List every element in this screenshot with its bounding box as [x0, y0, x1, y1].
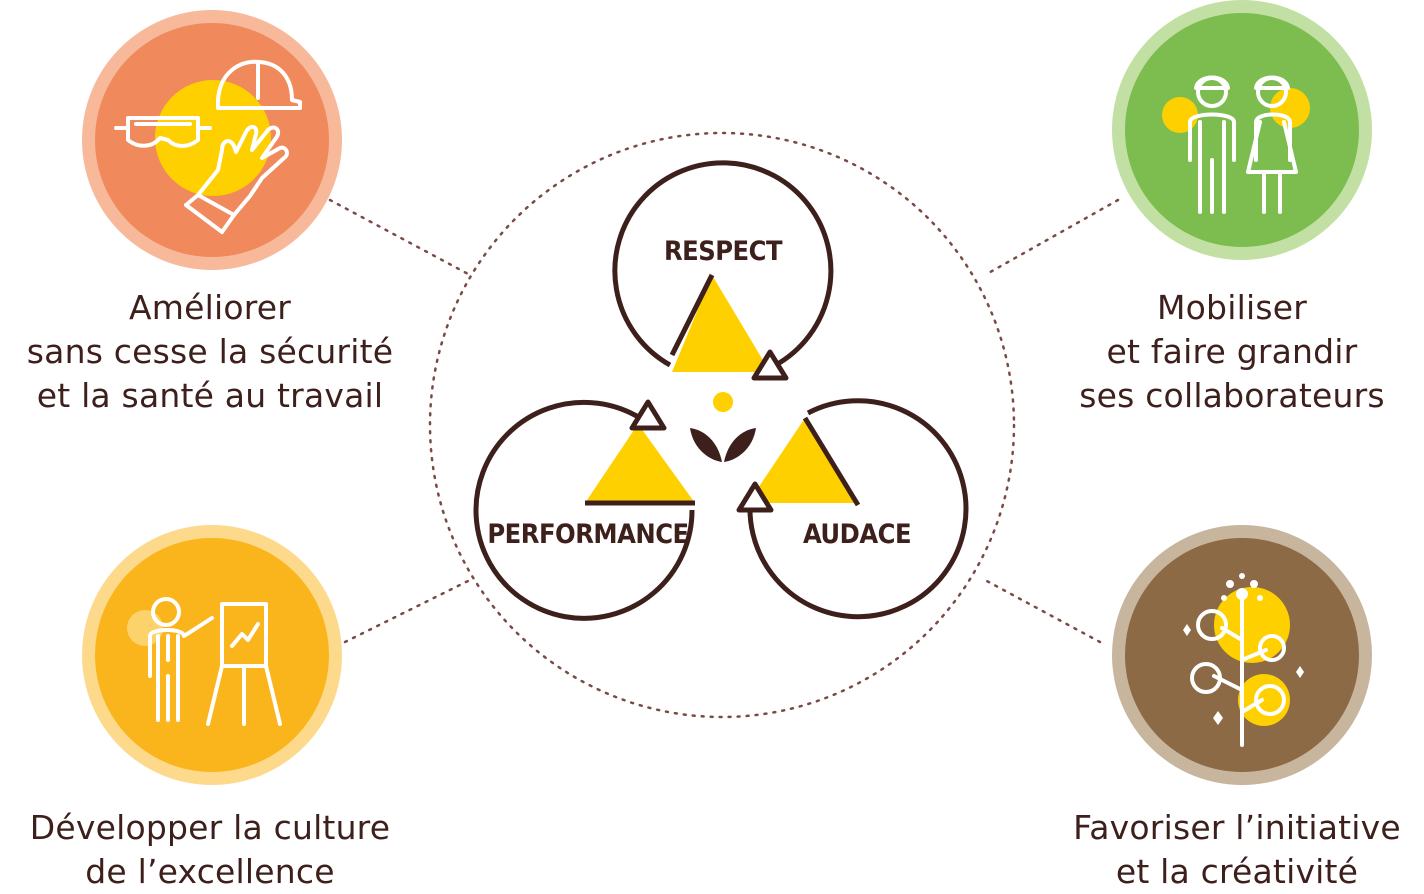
center-dotted-ring — [428, 131, 1016, 719]
creativity-line-2: et la créativité — [1115, 852, 1359, 891]
creativity-yellow-sun — [1214, 587, 1290, 663]
audace-edge — [802, 416, 861, 507]
hard-hat-icon — [216, 59, 302, 110]
connector-bottom-right — [983, 578, 1102, 644]
audace-arc — [747, 398, 969, 620]
people-line-2: et faire grandir — [1106, 332, 1358, 371]
people-yellow-dot-left — [1162, 97, 1198, 133]
pillar-safety-label: Améliorer sans cesse la sécurité et la s… — [0, 286, 420, 418]
people-disc — [1125, 13, 1359, 247]
value-respect: RESPECT — [664, 236, 783, 267]
performance-arc — [473, 399, 695, 621]
connector-top-right — [983, 198, 1120, 277]
logo-leaf-left — [690, 428, 722, 462]
pillar-people-label: Mobiliser et faire grandir ses collabora… — [1040, 286, 1424, 418]
safety-goggles-icon — [114, 116, 212, 148]
audace-yellow-triangle — [748, 418, 858, 503]
performance-arrow-icon — [629, 399, 667, 431]
pillar-excellence-badge — [82, 525, 342, 785]
creativity-line-1: Favoriser l’initiative — [1073, 808, 1401, 847]
connector-lines — [328, 198, 1120, 644]
respect-yellow-triangle — [672, 275, 770, 372]
excellence-disc — [95, 538, 329, 772]
work-glove-icon — [184, 125, 289, 234]
pillar-creativity-badge — [1112, 525, 1372, 785]
logo-leaf-right — [724, 428, 756, 462]
respect-edge — [669, 273, 715, 357]
value-performance: PERFORMANCE — [487, 519, 688, 550]
center-values-symbol: RESPECT PERFORMANCE AUDACE — [473, 160, 969, 621]
people-line-3: ses collaborateurs — [1079, 376, 1385, 415]
male-worker-icon — [1188, 75, 1236, 214]
connector-bottom-left — [343, 578, 472, 644]
flipchart-icon — [206, 602, 282, 726]
logo-dot — [713, 392, 733, 412]
pillar-safety-badge — [82, 10, 342, 270]
performance-yellow-triangle — [585, 424, 695, 503]
pillar-excellence-label: Développer la culture de l’excellence — [0, 806, 420, 894]
safety-line-1: Améliorer — [128, 288, 292, 327]
respect-arc — [612, 160, 834, 371]
people-yellow-dot-right — [1270, 88, 1310, 128]
excellence-line-2: de l’excellence — [85, 852, 335, 891]
connector-top-left — [328, 198, 472, 277]
value-audace: AUDACE — [803, 519, 911, 550]
audace-arrow-icon — [736, 481, 774, 513]
safety-line-3: et la santé au travail — [36, 376, 384, 415]
safety-line-2: sans cesse la sécurité — [26, 332, 394, 371]
excellence-line-1: Développer la culture — [29, 808, 391, 847]
people-line-1: Mobiliser — [1157, 288, 1307, 327]
presenter-icon — [148, 597, 214, 722]
respect-arrow-icon — [751, 349, 789, 381]
flowering-plant-icon — [1183, 573, 1304, 747]
pillar-creativity-label: Favoriser l’initiative et la créativité — [1050, 806, 1424, 894]
female-worker-icon — [1246, 75, 1298, 214]
pillar-people-badge — [1112, 0, 1372, 260]
